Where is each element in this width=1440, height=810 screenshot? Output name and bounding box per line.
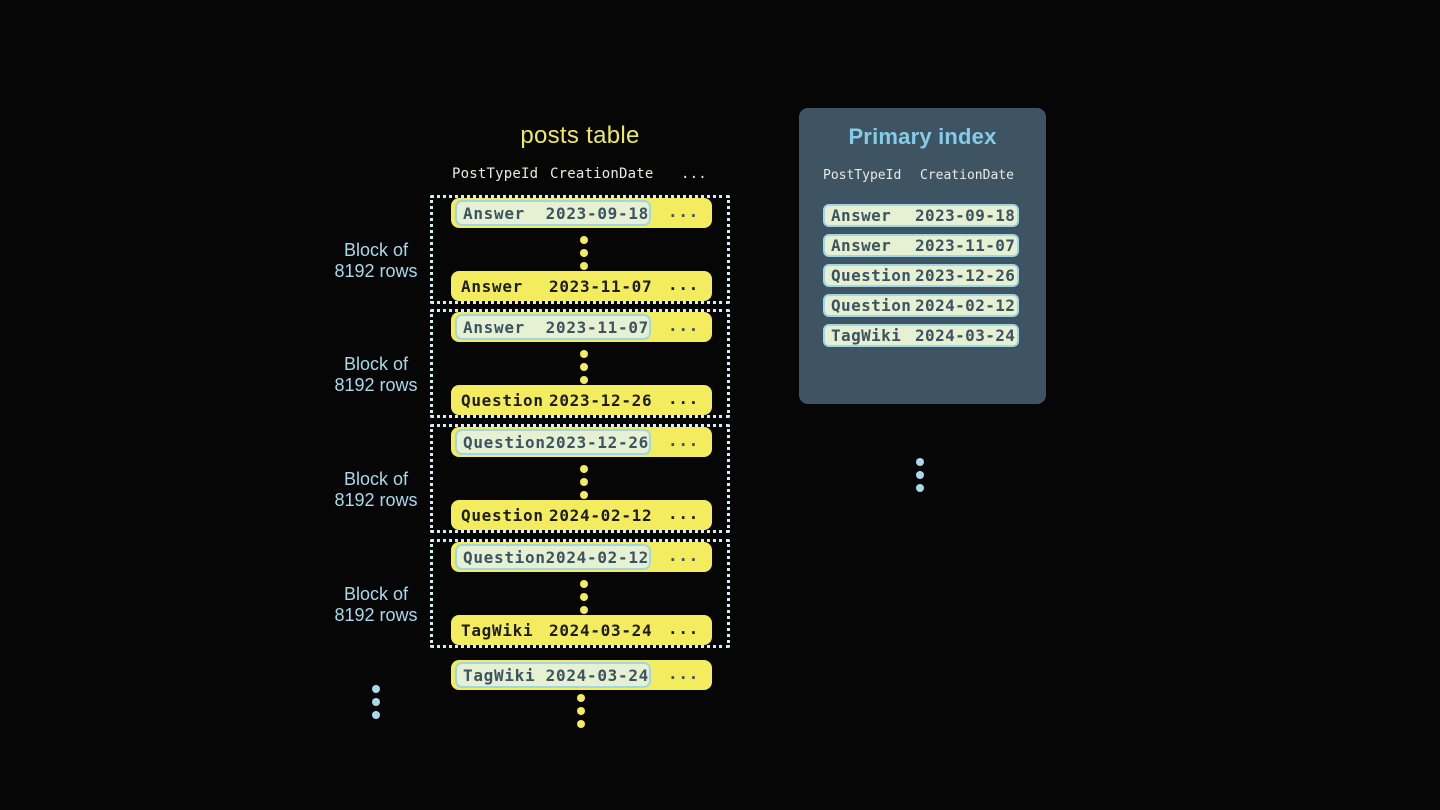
creation-date-cell: 2023-11-07: [915, 236, 1016, 255]
post-type-cell: Question: [461, 390, 544, 410]
creation-date-cell: 2023-12-26: [545, 432, 649, 452]
table-row-first: Question 2024-02-12 ...: [451, 542, 712, 572]
creation-date-cell: 2023-09-18: [915, 206, 1016, 225]
block-label-line2: 8192 rows: [334, 490, 418, 510]
indexed-row-highlight: Answer 2023-09-18: [455, 200, 651, 226]
header-posttypeid: PostTypeId: [823, 168, 902, 183]
indexed-row-highlight: Answer 2023-11-07: [455, 314, 651, 340]
row-ellipsis: ...: [668, 316, 699, 335]
post-type-cell: Question: [463, 432, 546, 452]
block-label-line1: Block of: [343, 584, 409, 604]
post-type-cell: Answer: [463, 203, 525, 223]
post-type-cell: TagWiki: [831, 326, 902, 345]
table-row-last: Question 2024-02-12 ...: [451, 500, 712, 530]
creation-date-cell: 2023-12-26: [915, 266, 1016, 285]
row-ellipsis: ...: [668, 389, 699, 408]
block-label-1: Block of 8192 rows: [306, 240, 446, 282]
row-block-4: Question 2024-02-12 ... TagWiki 2024-03-…: [430, 539, 730, 648]
post-type-cell: Answer: [461, 276, 523, 296]
index-row: Answer 2023-11-07: [823, 234, 1019, 257]
row-ellipsis-dots: [580, 350, 588, 389]
primary-index-title: Primary index: [848, 124, 997, 149]
block-label-line2: 8192 rows: [334, 605, 418, 625]
block-label-line1: Block of: [343, 469, 409, 489]
block-label-2: Block of 8192 rows: [306, 354, 446, 396]
post-type-cell: TagWiki: [463, 665, 536, 685]
table-row-first: Question 2023-12-26 ...: [451, 427, 712, 457]
creation-date-cell: 2023-11-07: [549, 276, 653, 296]
header-posttypeid: PostTypeId: [452, 166, 539, 182]
creation-date-cell: 2023-11-07: [545, 317, 649, 337]
row-ellipsis: ...: [668, 431, 699, 450]
indexed-row-highlight: TagWiki 2024-03-24: [455, 662, 651, 688]
block-label-line2: 8192 rows: [334, 261, 418, 281]
header-creationdate: CreationDate: [920, 168, 1014, 183]
block-label-line1: Block of: [343, 354, 409, 374]
creation-date-cell: 2024-02-12: [915, 296, 1016, 315]
creation-date-cell: 2023-12-26: [549, 390, 653, 410]
post-type-cell: Answer: [463, 317, 525, 337]
table-row-last: Question 2023-12-26 ...: [451, 385, 712, 415]
post-type-cell: Question: [461, 505, 544, 525]
table-row-last: TagWiki 2024-03-24 ...: [451, 615, 712, 645]
creation-date-cell: 2024-02-12: [549, 505, 653, 525]
primary-index-header: PostTypeId CreationDate: [823, 168, 1014, 183]
creation-date-cell: 2023-09-18: [545, 203, 649, 223]
block-label-4: Block of 8192 rows: [306, 584, 446, 626]
header-creationdate: CreationDate: [550, 166, 654, 182]
creation-date-cell: 2024-02-12: [545, 547, 649, 567]
primary-index-panel: Primary index PostTypeId CreationDate An…: [799, 108, 1046, 492]
creation-date-cell: 2024-03-24: [549, 620, 653, 640]
post-type-cell: Question: [463, 547, 546, 567]
more-blocks-dots: [372, 685, 380, 724]
row-ellipsis-dots: [580, 236, 588, 275]
creation-date-cell: 2024-03-24: [915, 326, 1016, 345]
index-row: Question 2024-02-12: [823, 294, 1019, 317]
row-ellipsis: ...: [668, 504, 699, 523]
row-ellipsis-dots: [580, 580, 588, 619]
table-row-first: Answer 2023-09-18 ...: [451, 198, 712, 228]
row-ellipsis: ...: [668, 275, 699, 294]
table-row-last: Answer 2023-11-07 ...: [451, 271, 712, 301]
post-type-cell: Question: [831, 266, 912, 285]
post-type-cell: Answer: [831, 206, 892, 225]
post-type-cell: Question: [831, 296, 912, 315]
row-ellipsis: ...: [668, 202, 699, 221]
index-row: Answer 2023-09-18: [823, 204, 1019, 227]
block-label-line2: 8192 rows: [334, 375, 418, 395]
post-type-cell: Answer: [831, 236, 892, 255]
row-ellipsis: ...: [668, 546, 699, 565]
posts-table-header: PostTypeId CreationDate ...: [452, 166, 707, 182]
row-ellipsis: ...: [668, 664, 699, 683]
posts-table-title: posts table: [520, 122, 640, 149]
index-row: TagWiki 2024-03-24: [823, 324, 1019, 347]
table-row-first: Answer 2023-11-07 ...: [451, 312, 712, 342]
block-label-3: Block of 8192 rows: [306, 469, 446, 511]
post-type-cell: TagWiki: [461, 620, 534, 640]
row-ellipsis-dots: [580, 465, 588, 504]
index-row: Question 2023-12-26: [823, 264, 1019, 287]
more-rows-dots: [577, 694, 585, 733]
creation-date-cell: 2024-03-24: [545, 665, 649, 685]
row-block-1: Answer 2023-09-18 ... Answer 2023-11-07 …: [430, 195, 730, 304]
index-more-dots: [916, 458, 924, 497]
block-label-line1: Block of: [343, 240, 409, 260]
posts-table: posts table PostTypeId CreationDate ... …: [430, 0, 730, 810]
indexed-row-highlight: Question 2023-12-26: [455, 429, 651, 455]
row-ellipsis: ...: [668, 619, 699, 638]
table-row-overflow: TagWiki 2024-03-24 ...: [451, 660, 712, 690]
header-ellipsis: ...: [681, 166, 707, 182]
row-block-3: Question 2023-12-26 ... Question 2024-02…: [430, 424, 730, 533]
indexed-row-highlight: Question 2024-02-12: [455, 544, 651, 570]
row-block-2: Answer 2023-11-07 ... Question 2023-12-2…: [430, 309, 730, 418]
